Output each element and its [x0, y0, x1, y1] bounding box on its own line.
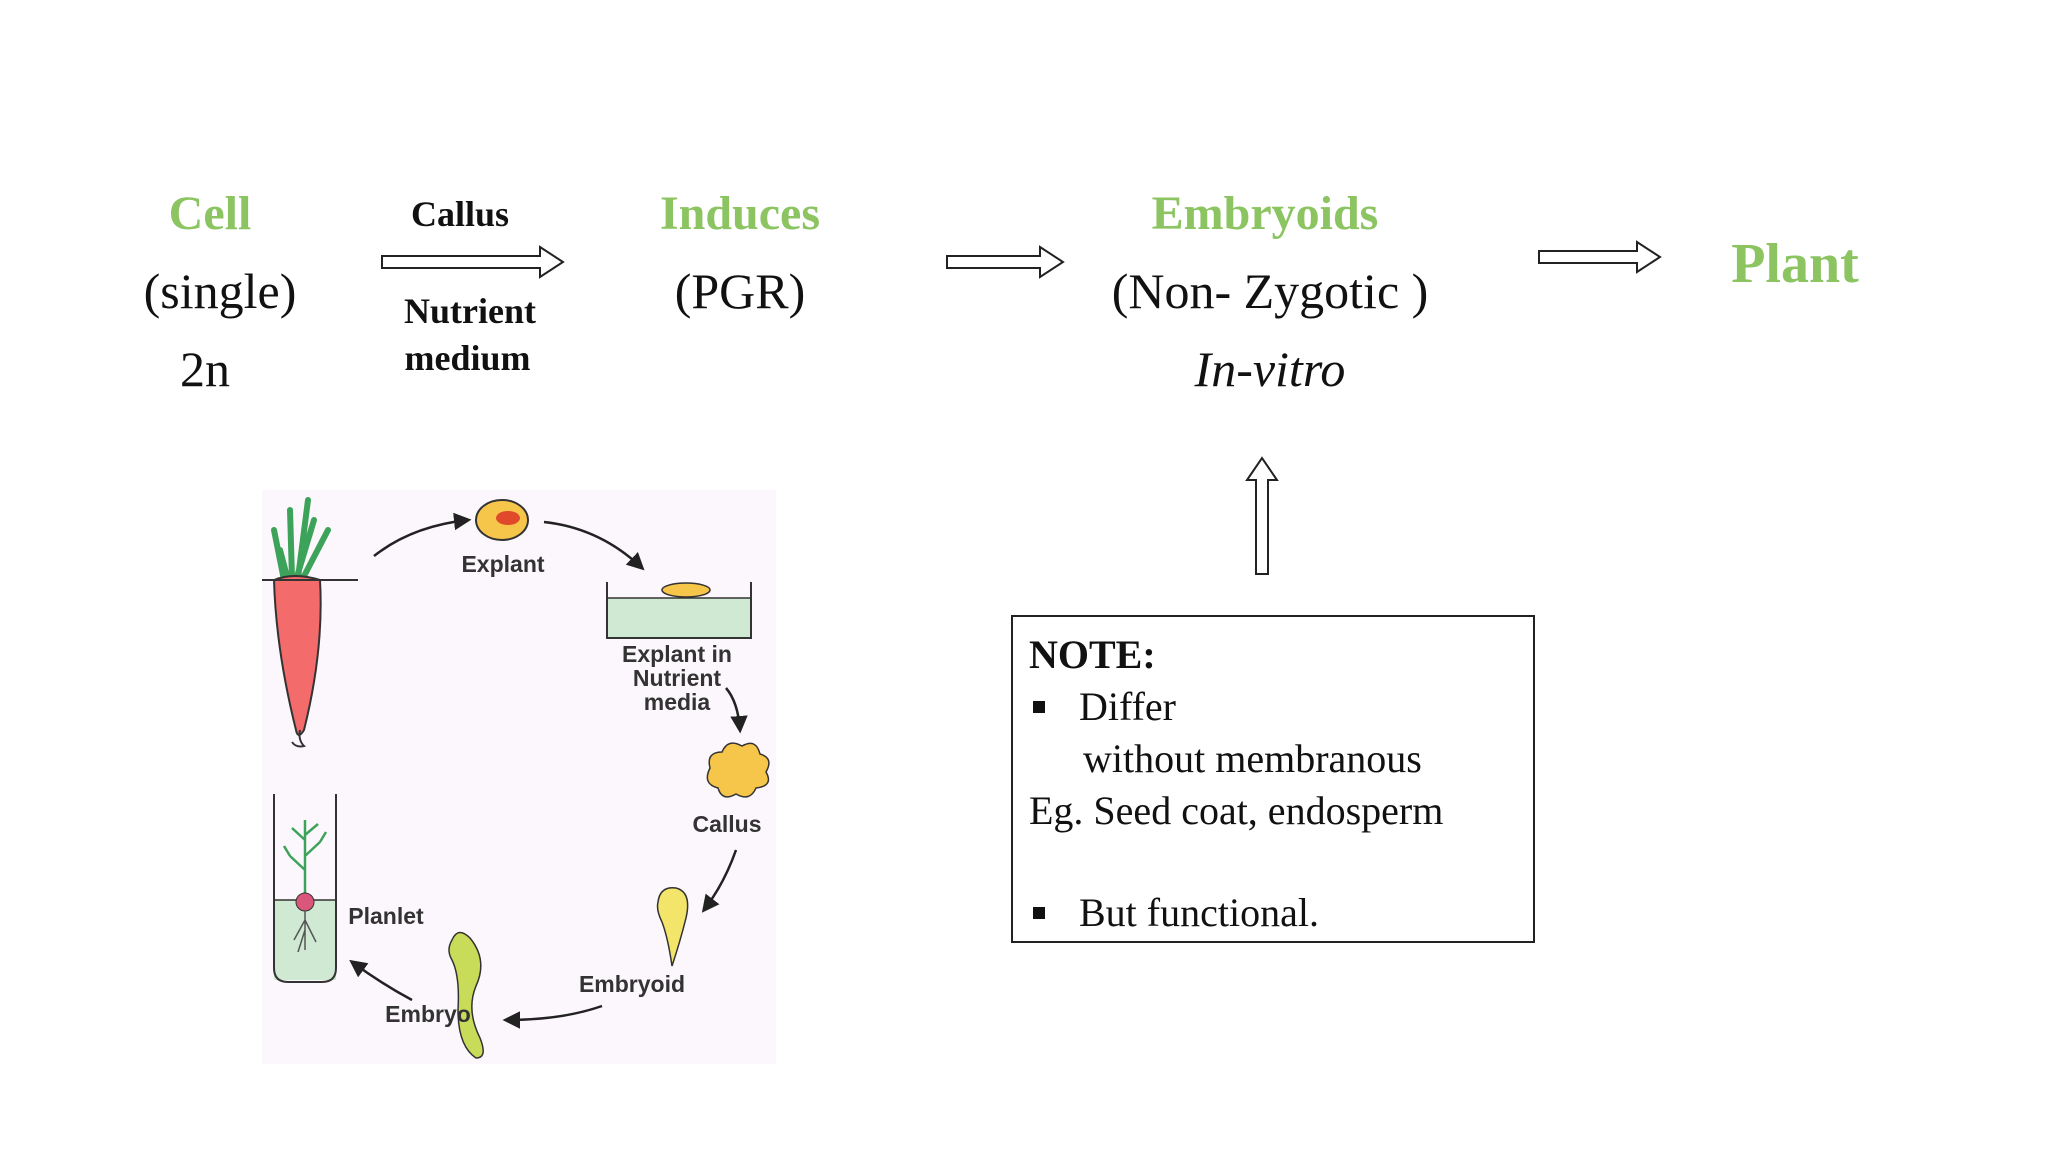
note-bullet-2-text: But functional.	[1079, 890, 1319, 935]
arrow-label-medium: medium	[404, 338, 531, 378]
bullet-square-icon	[1033, 701, 1045, 713]
stage-cell-sub1: (single)	[143, 263, 297, 319]
stage-plant-title: Plant	[1731, 233, 1859, 295]
cycle-arrows	[349, 512, 748, 1029]
petri-dish-icon	[606, 582, 752, 639]
note-spacer	[1029, 837, 1517, 887]
arrow-right-2	[946, 245, 1065, 279]
note-bullet-2: But functional.	[1029, 887, 1517, 939]
arrow-up	[1245, 456, 1279, 575]
label-explant: Explant	[461, 551, 545, 577]
arrow-label-callus: Callus	[410, 194, 510, 234]
label-planlet: Planlet	[348, 903, 424, 929]
stage-induces-title: Induces	[659, 187, 821, 240]
note-bullet-1-text: Differ	[1079, 684, 1176, 729]
note-example: Eg. Seed coat, endosperm	[1029, 788, 1444, 833]
carrot-icon	[262, 497, 358, 748]
stage-embryoids-title: Embryoids	[1151, 187, 1379, 240]
stage-embryoids-sub2: In-vitro	[1194, 341, 1346, 397]
label-embryo: Embryo	[385, 1001, 471, 1027]
label-embryoid: Embryoid	[578, 971, 686, 997]
note-box: NOTE: Differ without membranous Eg. Seed…	[1011, 615, 1535, 943]
tissue-culture-cycle-illustration: Explant Explant in Nutrient media Callus…	[262, 490, 776, 1064]
stage-embryoids-sub1: (Non- Zygotic )	[1111, 263, 1429, 319]
cycle-drawing	[262, 497, 770, 1059]
bullet-square-icon	[1033, 907, 1045, 919]
explant-icon	[475, 499, 529, 541]
stage-cell-sub2: 2n	[180, 341, 230, 397]
stage-induces-sub1: (PGR)	[674, 263, 806, 319]
arrow-right-1	[381, 245, 565, 279]
label-explant-media-1: Explant in	[622, 641, 732, 667]
note-bullet-1-cont: without membranous	[1083, 736, 1422, 781]
label-callus: Callus	[692, 811, 762, 837]
callus-icon	[706, 742, 770, 798]
label-explant-media-2: Nutrient	[632, 665, 722, 691]
arrow-right-3	[1538, 240, 1662, 274]
embryoid-icon	[656, 887, 689, 967]
stage-cell-title: Cell	[168, 187, 252, 240]
note-bullet-1: Differ	[1029, 681, 1517, 733]
label-explant-media-3: media	[643, 689, 711, 715]
planlet-tube-icon	[273, 794, 337, 983]
note-heading: NOTE:	[1029, 632, 1156, 677]
embryo-icon	[448, 931, 484, 1059]
arrow-label-nutrient: Nutrient	[404, 291, 536, 331]
